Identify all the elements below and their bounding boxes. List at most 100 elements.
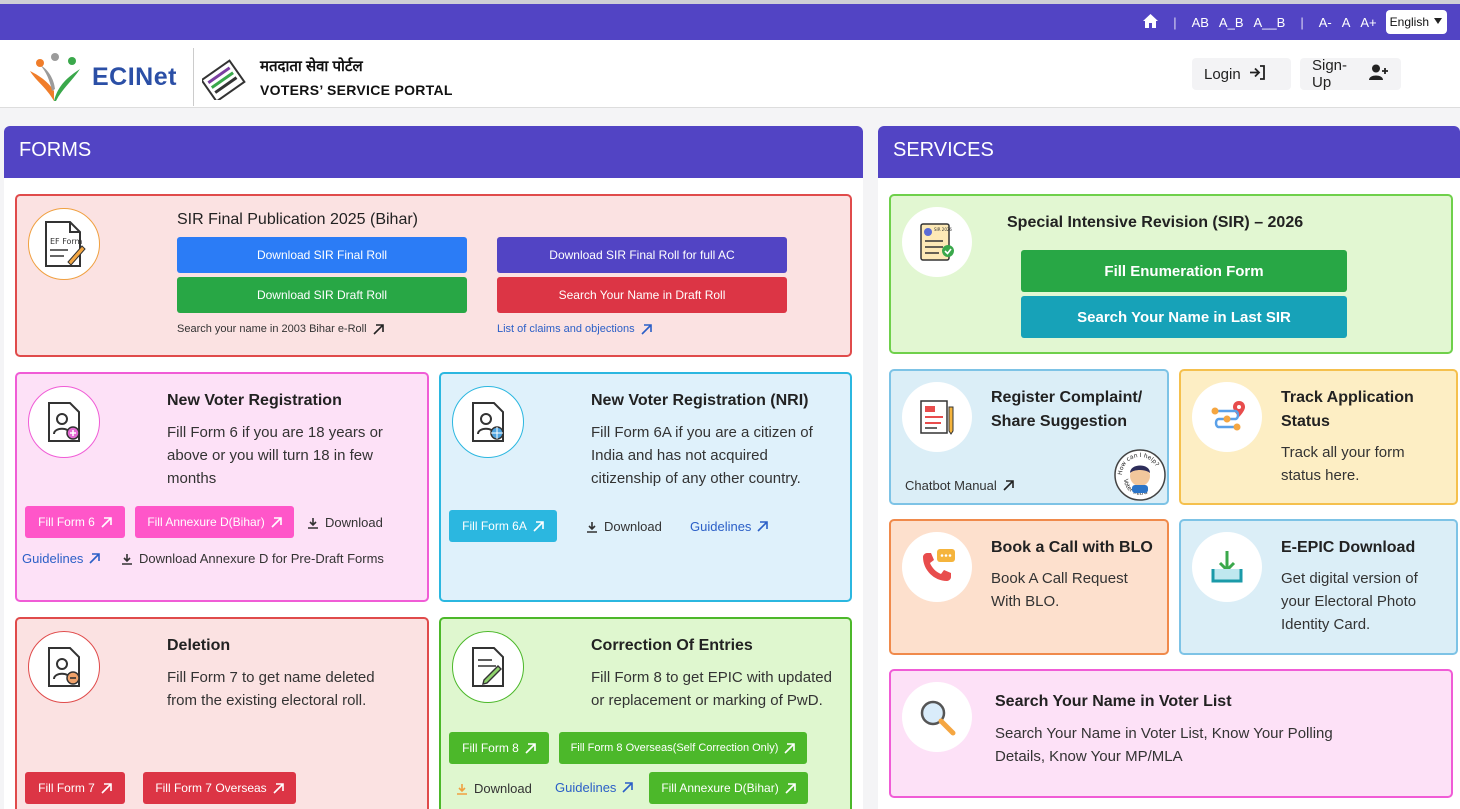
portal-title-hindi: मतदाता सेवा पोर्टल xyxy=(259,58,363,75)
search-voter-desc: Search Your Name in Voter List, Know You… xyxy=(995,725,1333,765)
language-select[interactable]: English xyxy=(1385,10,1447,34)
correction-entries-card: Correction Of Entries Fill Form 8 to get… xyxy=(439,617,852,809)
correction-guidelines-link[interactable]: Guidelines xyxy=(555,780,634,795)
external-link-icon xyxy=(757,521,769,532)
guidelines-label: Guidelines xyxy=(22,551,84,566)
signup-button[interactable]: Sign-Up xyxy=(1300,57,1401,91)
fill-enumeration-form-button[interactable]: Fill Enumeration Form xyxy=(1021,250,1347,292)
sir-icon-text: SIR 2026 xyxy=(934,227,952,232)
fill-form-7-button[interactable]: Fill Form 7 xyxy=(25,772,125,804)
e-epic-download-card[interactable]: E-EPIC Download Get digital version of y… xyxy=(1179,519,1458,655)
accessibility-tools: | AB A_B A__B | A- A A+ English xyxy=(1138,8,1452,36)
search-2003-eroll-label: Search your name in 2003 Bihar e-Roll xyxy=(177,323,367,335)
deletion-desc: Fill Form 7 to get name deleted from the… xyxy=(167,669,375,709)
download-sir-final-roll-button[interactable]: Download SIR Final Roll xyxy=(177,237,467,273)
login-label: Login xyxy=(1204,65,1241,83)
fill-form-6a-button[interactable]: Fill Form 6A xyxy=(449,510,557,542)
search-name-last-sir-button[interactable]: Search Your Name in Last SIR xyxy=(1021,296,1347,338)
fill-form-8-overseas-button[interactable]: Fill Form 8 Overseas(Self Correction Onl… xyxy=(559,732,807,764)
signup-label: Sign-Up xyxy=(1312,57,1348,91)
nri-download-link[interactable]: Download xyxy=(586,519,662,534)
chatbot-manual-label: Chatbot Manual xyxy=(905,478,997,493)
epic-desc: Get digital version of your Electoral Ph… xyxy=(1281,570,1418,633)
correction-download-link[interactable]: Download xyxy=(456,781,532,796)
voter-mitra-chatbot-icon[interactable]: How can I help? Voter Mitra xyxy=(1114,449,1166,501)
top-toolbar: | AB A_B A__B | A- A A+ English xyxy=(0,4,1460,40)
external-link-icon xyxy=(101,782,112,794)
nri-title: New Voter Registration (NRI) xyxy=(591,392,809,409)
register-complaint-card[interactable]: Register Complaint/ Share Suggestion Cha… xyxy=(889,369,1169,505)
font-size-normal[interactable]: A xyxy=(1341,14,1351,30)
download-label: Download xyxy=(474,781,532,796)
claims-objections-link[interactable]: List of claims and objections xyxy=(497,323,652,335)
book-call-blo-card[interactable]: Book a Call with BLO Book A Call Request… xyxy=(889,519,1169,655)
fill-form-7-overseas-button[interactable]: Fill Form 7 Overseas xyxy=(143,772,296,804)
services-title: SERVICES xyxy=(878,126,1460,178)
form-user-add-icon xyxy=(28,386,100,458)
login-icon xyxy=(1249,64,1265,84)
ef-form-icon: EF Form xyxy=(28,208,100,280)
phone-call-icon xyxy=(902,532,972,602)
portal-title-english: VOTERS’ SERVICE PORTAL xyxy=(259,82,453,98)
new-voter-download-link[interactable]: Download xyxy=(307,515,383,530)
new-voter-guidelines-link[interactable]: Guidelines xyxy=(22,551,101,566)
font-tool-a--b[interactable]: A__B xyxy=(1253,14,1286,30)
sir-2026-card: SIR 2026 Special Intensive Revision (SIR… xyxy=(889,194,1453,354)
track-route-icon xyxy=(1192,382,1262,452)
external-link-icon xyxy=(641,323,652,335)
font-size-decrease[interactable]: A- xyxy=(1318,14,1332,30)
download-annexure-d-link[interactable]: Download Annexure D for Pre-Draft Forms xyxy=(121,551,384,566)
correction-desc: Fill Form 8 to get EPIC with updated or … xyxy=(591,669,832,709)
fill-form-8-button[interactable]: Fill Form 8 xyxy=(449,732,549,764)
external-link-icon xyxy=(1003,480,1014,491)
external-link-icon xyxy=(101,516,112,528)
download-label: Download xyxy=(325,515,383,530)
home-icon[interactable] xyxy=(1143,13,1159,31)
fill-form-6-label: Fill Form 6 xyxy=(38,515,95,529)
deletion-card: Deletion Fill Form 7 to get name deleted… xyxy=(15,617,429,809)
brand[interactable]: ECINet मतदाता सेवा पोर्टल VOTERS’ SERVIC… xyxy=(28,48,453,106)
external-link-icon xyxy=(533,520,544,532)
track-title: Track Application Status xyxy=(1281,389,1414,430)
download-icon xyxy=(308,517,318,529)
external-link-icon xyxy=(89,553,101,564)
toolbar-separator: | xyxy=(1300,14,1304,30)
epic-title: E-EPIC Download xyxy=(1281,539,1416,556)
download-label: Download xyxy=(604,519,662,534)
new-voter-desc: Fill Form 6 if you are 18 years or above… xyxy=(167,424,383,487)
chatbot-manual-link[interactable]: Chatbot Manual xyxy=(905,478,1014,493)
track-desc: Track all your form status here. xyxy=(1281,444,1405,484)
guidelines-label: Guidelines xyxy=(555,780,617,795)
fill-form-6-button[interactable]: Fill Form 6 xyxy=(25,506,125,538)
font-tool-ab[interactable]: AB xyxy=(1191,14,1209,30)
form-edit-icon xyxy=(452,631,524,703)
fill-form-8-overseas-label: Fill Form 8 Overseas(Self Correction Onl… xyxy=(570,742,779,754)
search-voter-list-card[interactable]: Search Your Name in Voter List Search Yo… xyxy=(889,669,1453,798)
fill-form-6a-label: Fill Form 6A xyxy=(462,519,527,533)
fill-annexure-d-label: Fill Annexure D(Bihar) xyxy=(147,515,265,529)
nri-desc: Fill Form 6A if you are a citizen of Ind… xyxy=(591,424,813,487)
track-application-card[interactable]: Track Application Status Track all your … xyxy=(1179,369,1458,505)
external-link-icon xyxy=(622,782,634,793)
correction-title: Correction Of Entries xyxy=(591,637,753,654)
correction-fill-annexure-d-button[interactable]: Fill Annexure D(Bihar) xyxy=(649,772,808,804)
blo-desc: Book A Call Request With BLO. xyxy=(991,570,1128,610)
fill-form-8-label: Fill Form 8 xyxy=(462,741,519,755)
download-annexure-d-label: Download Annexure D for Pre-Draft Forms xyxy=(139,551,384,566)
font-size-increase[interactable]: A+ xyxy=(1360,14,1377,30)
download-icon xyxy=(457,783,467,795)
eci-logo-icon xyxy=(28,51,82,103)
sir-2026-title: Special Intensive Revision (SIR) – 2026 xyxy=(1007,214,1304,231)
download-icon xyxy=(122,553,132,565)
download-sir-final-roll-ac-button[interactable]: Download SIR Final Roll for full AC xyxy=(497,237,787,273)
search-name-draft-roll-button[interactable]: Search Your Name in Draft Roll xyxy=(497,277,787,313)
font-tool-a-b[interactable]: A_B xyxy=(1218,14,1244,30)
search-2003-eroll-link[interactable]: Search your name in 2003 Bihar e-Roll xyxy=(177,323,384,335)
login-button[interactable]: Login xyxy=(1192,58,1291,90)
nri-guidelines-link[interactable]: Guidelines xyxy=(690,519,769,534)
ballot-logo-icon xyxy=(200,54,248,103)
external-link-icon xyxy=(525,742,536,754)
claims-objections-label: List of claims and objections xyxy=(497,323,635,335)
download-sir-draft-roll-button[interactable]: Download SIR Draft Roll xyxy=(177,277,467,313)
fill-annexure-d-button[interactable]: Fill Annexure D(Bihar) xyxy=(135,506,294,538)
